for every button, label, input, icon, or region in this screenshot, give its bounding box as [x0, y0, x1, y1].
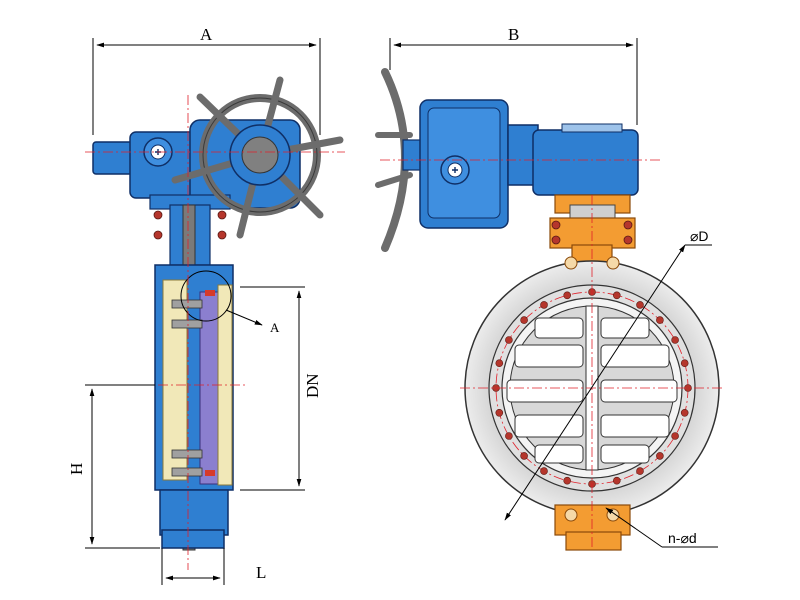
bolt-hole: [563, 291, 572, 300]
bolt-hole: [680, 408, 689, 417]
handwheel-icon: [171, 76, 344, 239]
dimension-a-label: A: [200, 25, 213, 44]
detail-circle: [180, 270, 232, 322]
dimension-l-label: L: [256, 563, 266, 582]
bolt-hole: [505, 432, 513, 440]
bolt-hole: [612, 291, 621, 300]
bolt-hole: [636, 301, 644, 309]
bolt-hole: [495, 408, 504, 417]
dimension-h-label: H: [67, 463, 86, 475]
diameter-d-label: ⌀D: [690, 228, 709, 244]
electric-actuator-front: [419, 99, 639, 229]
bolt-hole: [636, 467, 644, 475]
bolt-hole: [495, 359, 504, 368]
bolt-hole: [563, 476, 572, 485]
bolt-hole: [656, 452, 664, 460]
bolt-hole: [505, 336, 513, 344]
bolt-hole: [656, 316, 664, 324]
bottom-lugs: [554, 504, 631, 551]
bolt-hole: [520, 452, 528, 460]
bolt-hole: [671, 432, 679, 440]
dimension-b-label: B: [508, 25, 519, 44]
bolt-hole: [680, 359, 689, 368]
bolt-hole: [540, 467, 548, 475]
front-view: [375, 38, 725, 551]
bolt-hole: [671, 336, 679, 344]
bolt-hole: [612, 476, 621, 485]
gearbox: [549, 194, 636, 271]
bolt-holes-label: n-⌀d: [668, 530, 697, 546]
yoke-bolts: [153, 210, 227, 240]
valve-body-side: [154, 264, 234, 549]
dimension-dn-label: DN: [303, 373, 322, 398]
side-view: [85, 38, 345, 585]
bolt-hole: [520, 316, 528, 324]
detail-a-label: A: [270, 320, 280, 335]
bolt-hole: [540, 301, 548, 309]
